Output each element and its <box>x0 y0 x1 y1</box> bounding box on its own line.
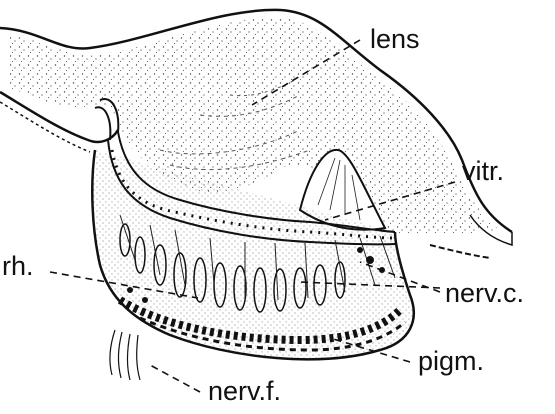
label-lens: lens <box>370 24 420 54</box>
label-vitreous: vitr. <box>462 156 504 186</box>
label-nerve-cells: nerv.c. <box>445 278 524 308</box>
label-rhabdomeres: rh. <box>2 251 34 281</box>
label-nerve-fibers: nerv.f. <box>208 376 281 406</box>
leader-line-nerve-fibers <box>150 365 200 392</box>
nerve-fiber-bundle <box>110 330 140 380</box>
label-pigment: pigm. <box>418 346 484 376</box>
